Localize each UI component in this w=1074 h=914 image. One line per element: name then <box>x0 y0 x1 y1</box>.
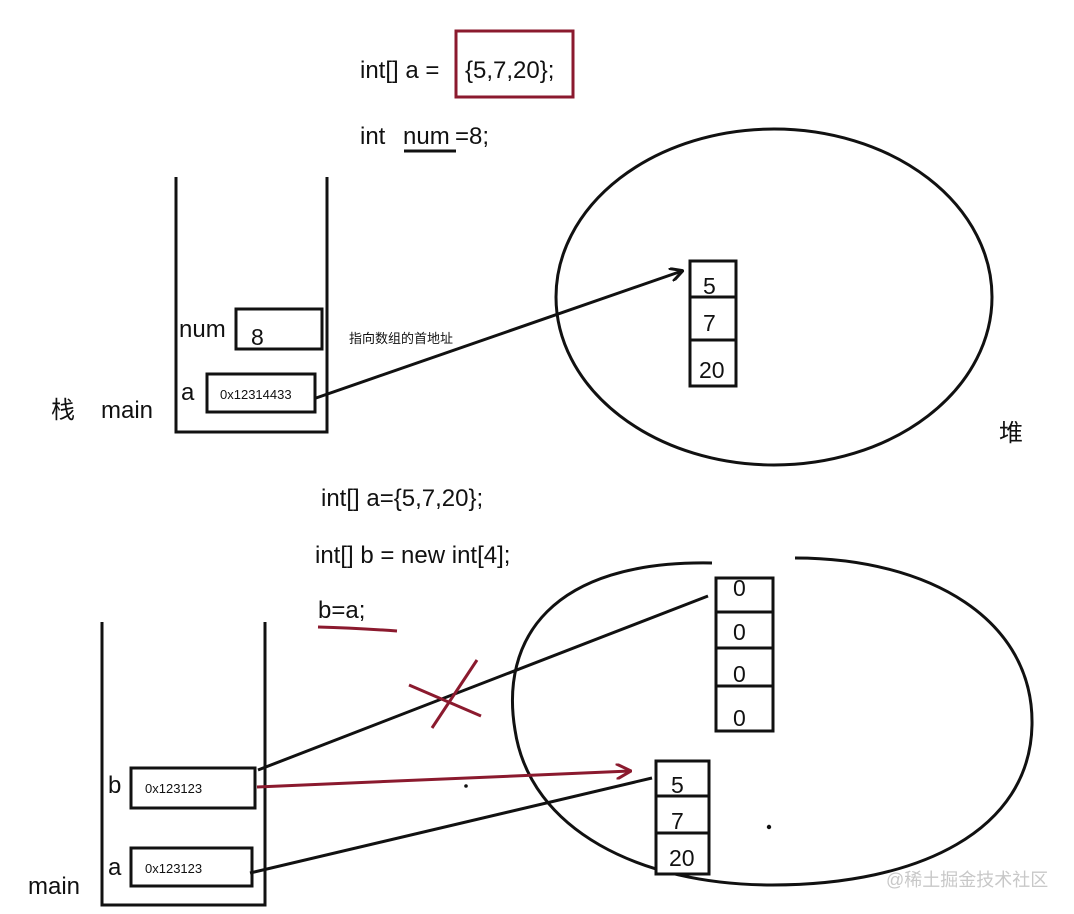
pointer-note: 指向数组的首地址 <box>349 331 453 346</box>
bottom-code-line1: int[] a={5,7,20}; <box>321 485 483 512</box>
bottom-a-value: 0x123123 <box>145 861 202 876</box>
bottom-array-box <box>654 759 711 876</box>
new-array-cell-1: 0 <box>733 619 746 645</box>
top-a-label: a <box>181 379 195 406</box>
new-b-pointer-arrow <box>256 771 630 789</box>
top-frame-label: main <box>101 397 153 424</box>
top-diagram: int[] a = {5,7,20}; int num =8; 栈 main n… <box>51 29 1023 467</box>
top-code-line1-highlight: {5,7,20}; <box>465 57 554 84</box>
top-array-cell-1: 7 <box>703 310 716 336</box>
assignment-underline <box>317 625 398 633</box>
top-code-line1-prefix: int[] a = <box>360 57 439 84</box>
new-array-cell-0: 0 <box>733 575 746 601</box>
num-cell <box>234 307 324 351</box>
top-a-cell <box>205 372 317 414</box>
new-array: 0 0 0 0 <box>714 575 775 733</box>
bottom-heap <box>510 556 1034 887</box>
bottom-array-cell-0: 5 <box>671 772 684 798</box>
watermark: @稀土掘金技术社区 <box>886 870 1048 890</box>
new-array-box <box>714 576 775 733</box>
num-label: num <box>179 316 226 343</box>
old-b-pointer <box>257 594 709 772</box>
heap-label: 堆 <box>999 420 1023 447</box>
b-label: b <box>108 772 121 799</box>
num-value: 8 <box>251 324 264 350</box>
bottom-code-line2: int[] b = new int[4]; <box>315 542 510 569</box>
bottom-diagram: int[] a={5,7,20}; int[] b = new int[4]; … <box>28 485 1034 907</box>
bottom-frame-label: main <box>28 873 80 900</box>
bottom-array-cell-2: 20 <box>669 845 695 871</box>
top-code-line2-prefix: int <box>360 123 386 150</box>
bottom-stack-frame <box>100 622 267 907</box>
cross-out-mark <box>408 659 482 729</box>
stray-dot <box>766 824 772 830</box>
stray-dot <box>464 784 468 788</box>
b-value: 0x123123 <box>145 781 202 796</box>
top-a-value: 0x12314433 <box>220 387 292 402</box>
new-array-cell-3: 0 <box>733 705 746 731</box>
b-cell <box>129 766 257 810</box>
top-array-cell-0: 5 <box>703 273 716 299</box>
stack-label: 栈 <box>51 397 75 424</box>
bottom-array-cell-1: 7 <box>671 808 684 834</box>
top-heap <box>554 127 994 467</box>
top-code-line2-suffix: =8; <box>455 123 489 150</box>
bottom-a-label: a <box>108 854 122 881</box>
bottom-a-cell <box>129 846 254 888</box>
highlight-box <box>454 29 575 99</box>
bottom-array: 5 7 20 <box>654 759 711 876</box>
a-pointer <box>249 776 653 875</box>
top-array: 5 7 20 <box>688 259 738 388</box>
bottom-code-line3: b=a; <box>318 597 365 624</box>
top-array-cell-2: 20 <box>699 357 725 383</box>
top-pointer-arrow <box>315 271 682 400</box>
top-array-box <box>688 259 738 388</box>
top-stack-frame <box>174 177 329 434</box>
top-code-line2-var: num <box>403 123 450 150</box>
new-array-cell-2: 0 <box>733 661 746 687</box>
